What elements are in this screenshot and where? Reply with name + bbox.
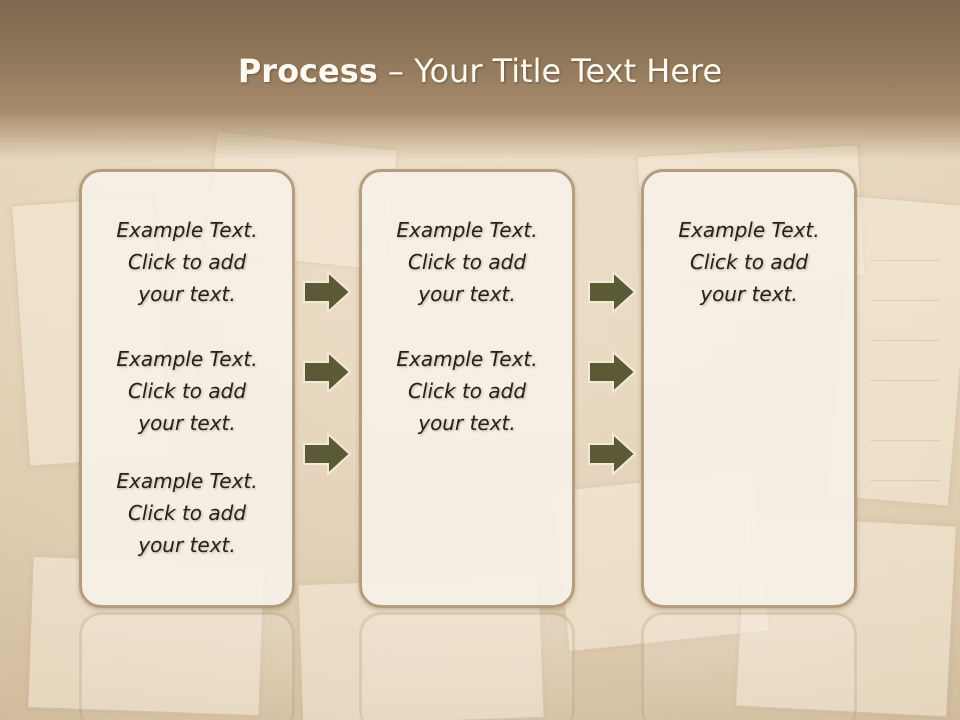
text-line: your text. [418,282,516,306]
right-arrow-icon[interactable] [587,270,637,314]
process-column-2: Example Text. Click to add your text. Ex… [359,169,575,608]
text-line: your text. [138,533,236,557]
text-line: Click to add [127,501,247,525]
text-placeholder[interactable]: Example Text. Click to add your text. [362,343,572,439]
text-line: Click to add [127,379,247,403]
text-placeholder[interactable]: Example Text. Click to add your text. [644,214,854,310]
right-arrow-icon[interactable] [302,270,352,314]
text-placeholder[interactable]: Example Text. Click to add your text. [362,214,572,310]
text-placeholder[interactable]: Example Text. Click to add your text. [82,214,292,310]
text-line: your text. [138,411,236,435]
text-placeholder[interactable]: Example Text. Click to add your text. [82,465,292,561]
text-line: your text. [418,411,516,435]
process-column-1: Example Text. Click to add your text. Ex… [79,169,295,608]
right-arrow-icon[interactable] [302,350,352,394]
text-line: Example Text. [116,347,258,371]
right-arrow-icon[interactable] [587,432,637,476]
text-line: Example Text. [116,469,258,493]
slide-title[interactable]: Process – Your Title Text Here [0,52,960,90]
text-line: Click to add [407,379,527,403]
text-line: your text. [138,282,236,306]
text-line: Click to add [127,250,247,274]
text-placeholder[interactable]: Example Text. Click to add your text. [82,343,292,439]
process-column-3: Example Text. Click to add your text. [641,169,857,608]
text-line: Example Text. [678,218,820,242]
header-band [0,0,960,160]
text-line: Example Text. [116,218,258,242]
panel-reflection [641,612,857,720]
title-text: Your Title Text Here [414,52,723,90]
title-separator: – [377,52,415,90]
panel-reflection [79,612,295,720]
title-keyword: Process [237,52,378,90]
text-line: your text. [700,282,798,306]
right-arrow-icon[interactable] [302,432,352,476]
panel-reflection [359,612,575,720]
text-line: Example Text. [396,347,538,371]
text-line: Click to add [689,250,809,274]
text-line: Click to add [407,250,527,274]
right-arrow-icon[interactable] [587,350,637,394]
text-line: Example Text. [396,218,538,242]
